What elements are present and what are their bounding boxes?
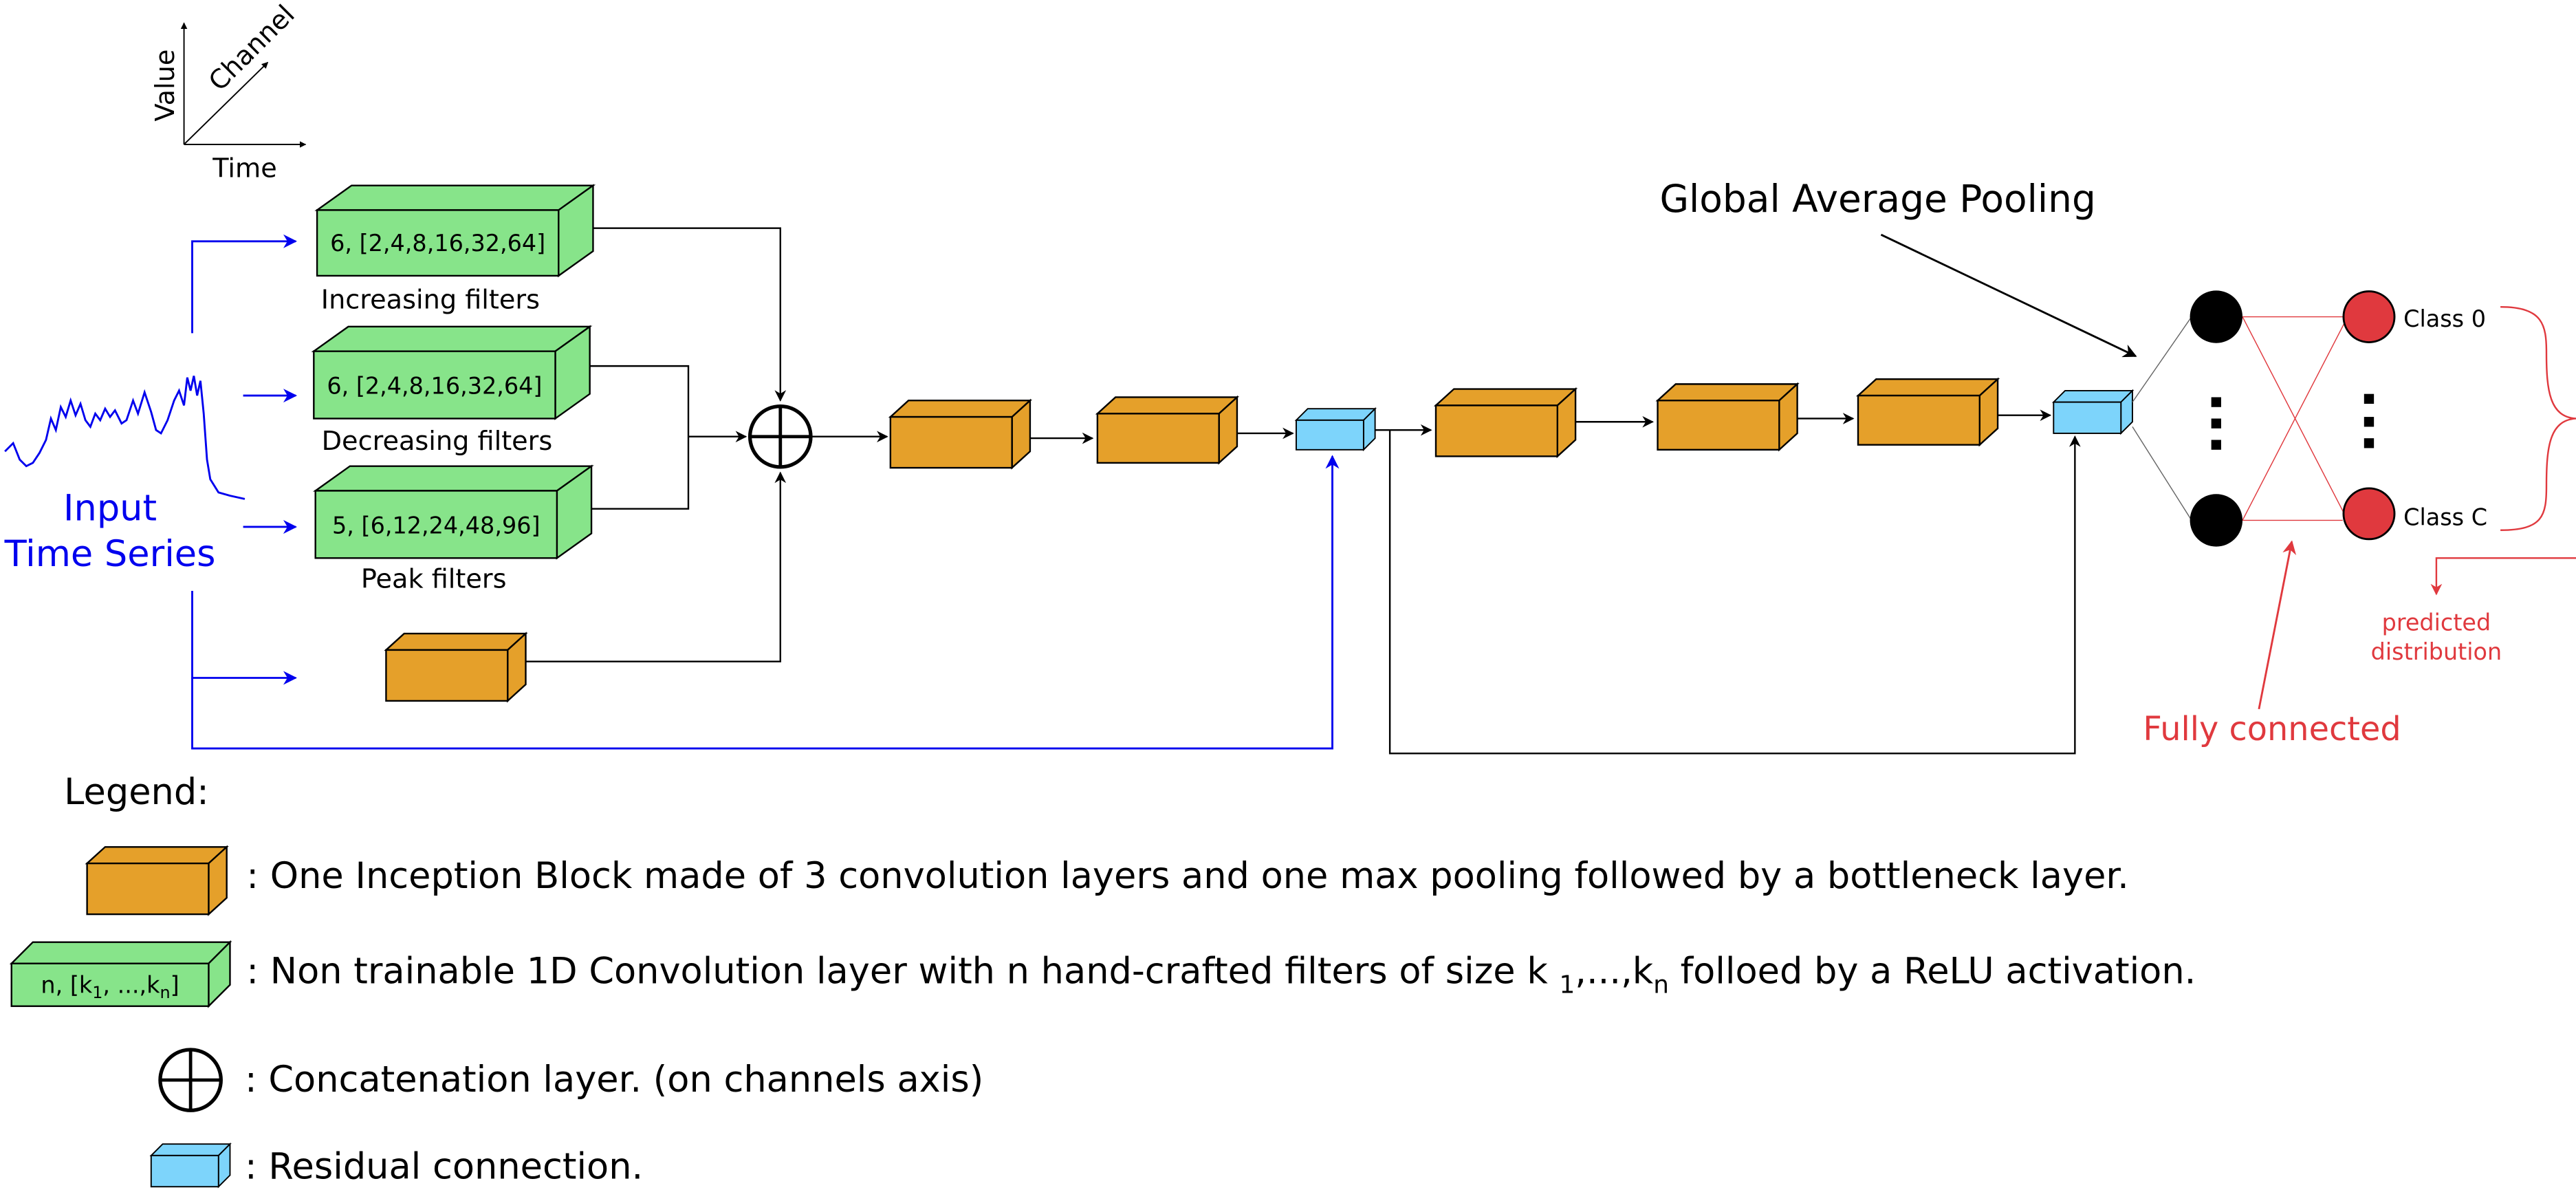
inception-block-2 bbox=[1095, 395, 1240, 465]
axis-label-value: Value bbox=[151, 50, 181, 122]
input-arrows bbox=[191, 234, 1340, 750]
residual-block-1 bbox=[1294, 407, 1377, 452]
legend-concat-text: : Concatenation layer. (on channels axis… bbox=[245, 1059, 983, 1101]
class-0-label: Class 0 bbox=[2403, 305, 2486, 332]
predicted-arrow bbox=[2430, 557, 2576, 596]
gap-neuron-top bbox=[2190, 290, 2243, 343]
concat-connectors bbox=[525, 227, 787, 662]
legend-swatch-mid: , ...,k bbox=[102, 972, 160, 999]
legend-inception-swatch bbox=[85, 845, 229, 916]
inception-block-parallel bbox=[384, 631, 528, 703]
axis-label-channel: Channel bbox=[204, 0, 301, 97]
fully-connected-pointer bbox=[2258, 540, 2297, 710]
residual-block-2 bbox=[2051, 389, 2135, 435]
inception-block-1 bbox=[888, 398, 1033, 470]
filter-caption-increasing: Increasing filters bbox=[321, 285, 540, 316]
input-label-line1: Input bbox=[63, 487, 157, 529]
output-brace bbox=[2500, 306, 2576, 531]
legend-conv-text: : Non trainable 1D Convolution layer wit… bbox=[246, 950, 2196, 999]
legend-swatch-subn: n bbox=[160, 983, 171, 1002]
legend-inception-text: : One Inception Block made of 3 convolut… bbox=[246, 855, 2129, 897]
legend-conv-sub1: 1 bbox=[1559, 971, 1575, 999]
gap-to-neuron-lines bbox=[2132, 316, 2192, 521]
filter-params-peak: 5, [6,12,24,48,96] bbox=[332, 512, 541, 539]
concatenation-node bbox=[747, 404, 813, 469]
predicted-label-line2: distribution bbox=[2371, 638, 2502, 665]
legend-conv-part3: folloed by a ReLU activation. bbox=[1669, 950, 2196, 992]
inception-block-4 bbox=[1655, 382, 1800, 452]
legend-residual-text: : Residual connection. bbox=[245, 1145, 643, 1187]
axes-icon: Value Channel Time bbox=[151, 0, 307, 184]
inception-block-5 bbox=[1855, 377, 2000, 447]
filter-params-increasing: 6, [2,4,8,16,32,64] bbox=[330, 230, 545, 257]
class-c-label: Class C bbox=[2403, 504, 2487, 531]
residual-skip-connection-2 bbox=[1388, 430, 2081, 755]
gap-label: Global Average Pooling bbox=[1659, 177, 2095, 221]
fully-connected-edges bbox=[2242, 316, 2348, 521]
filter-params-decreasing: 6, [2,4,8,16,32,64] bbox=[327, 373, 542, 400]
output-neuron-class-0 bbox=[2342, 290, 2396, 343]
fully-connected-label: Fully connected bbox=[2143, 711, 2401, 748]
predicted-label-line1: predicted bbox=[2382, 609, 2491, 636]
filter-caption-peak: Peak filters bbox=[361, 564, 507, 594]
axis-label-time: Time bbox=[212, 154, 277, 184]
legend-swatch-sub1: 1 bbox=[92, 983, 102, 1002]
filter-block-increasing: 6, [2,4,8,16,32,64] bbox=[314, 184, 596, 278]
gap-pointer-arrow bbox=[1880, 233, 2137, 358]
legend-conv-part1: : Non trainable 1D Convolution layer wit… bbox=[246, 950, 1559, 992]
svg-text:n, [k1, ...,kn]: n, [k1, ...,kn] bbox=[41, 972, 179, 1002]
legend-concat-symbol bbox=[158, 1048, 223, 1112]
legend-conv-part2: ,...,k bbox=[1575, 950, 1654, 992]
filter-block-decreasing: 6, [2,4,8,16,32,64] bbox=[311, 325, 593, 420]
gap-neuron-ellipsis bbox=[2211, 397, 2221, 450]
legend: Legend: : One Inception Block made of 3 … bbox=[9, 771, 2196, 1189]
legend-residual-swatch bbox=[149, 1142, 232, 1189]
legend-conv-swatch: n, [k1, ...,kn] bbox=[9, 940, 232, 1008]
legend-title: Legend: bbox=[64, 771, 209, 813]
filter-caption-decreasing: Decreasing filters bbox=[322, 426, 553, 457]
legend-swatch-n: n, [k bbox=[41, 972, 92, 999]
output-neuron-class-c bbox=[2342, 487, 2396, 541]
output-neuron-ellipsis bbox=[2364, 393, 2375, 448]
input-label-line2: Time Series bbox=[4, 533, 216, 575]
filter-block-peak: 5, [6,12,24,48,96] bbox=[312, 464, 594, 560]
legend-swatch-end: ] bbox=[171, 972, 179, 999]
legend-conv-subn: n bbox=[1653, 971, 1669, 999]
input-time-series-plot bbox=[4, 376, 245, 500]
inception-block-3 bbox=[1433, 387, 1578, 459]
gap-neuron-bottom bbox=[2190, 494, 2243, 547]
